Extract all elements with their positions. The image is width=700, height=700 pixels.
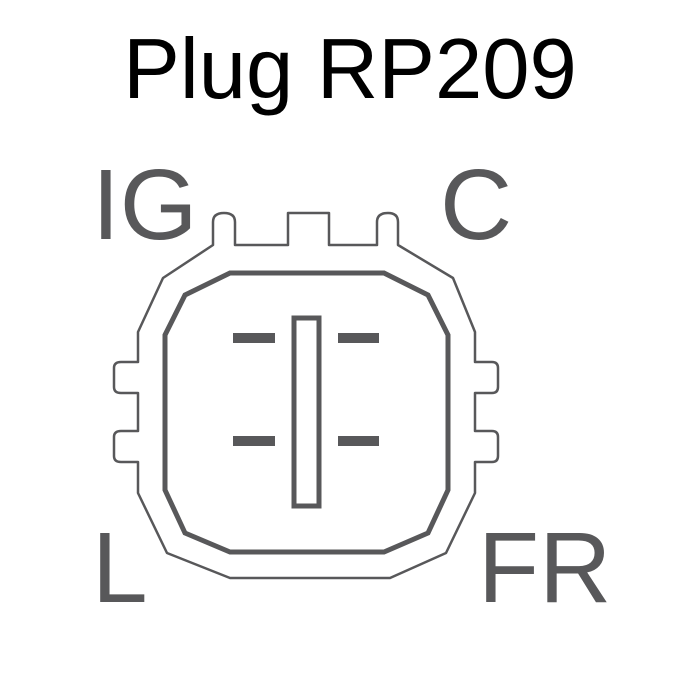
terminal-ig bbox=[233, 333, 275, 343]
connector-outer-housing bbox=[112, 211, 500, 580]
pin-label-c: C bbox=[440, 149, 513, 261]
center-key-slot bbox=[291, 315, 322, 509]
terminal-c bbox=[338, 333, 379, 343]
pin-label-fr: FR bbox=[478, 512, 612, 624]
pin-label-l: L bbox=[92, 512, 148, 624]
terminal-l bbox=[233, 436, 275, 446]
terminal-fr bbox=[338, 436, 379, 446]
pin-label-ig: IG bbox=[92, 149, 198, 261]
plug-title: Plug RP209 bbox=[123, 22, 577, 117]
connector-inner-face bbox=[162, 270, 451, 555]
